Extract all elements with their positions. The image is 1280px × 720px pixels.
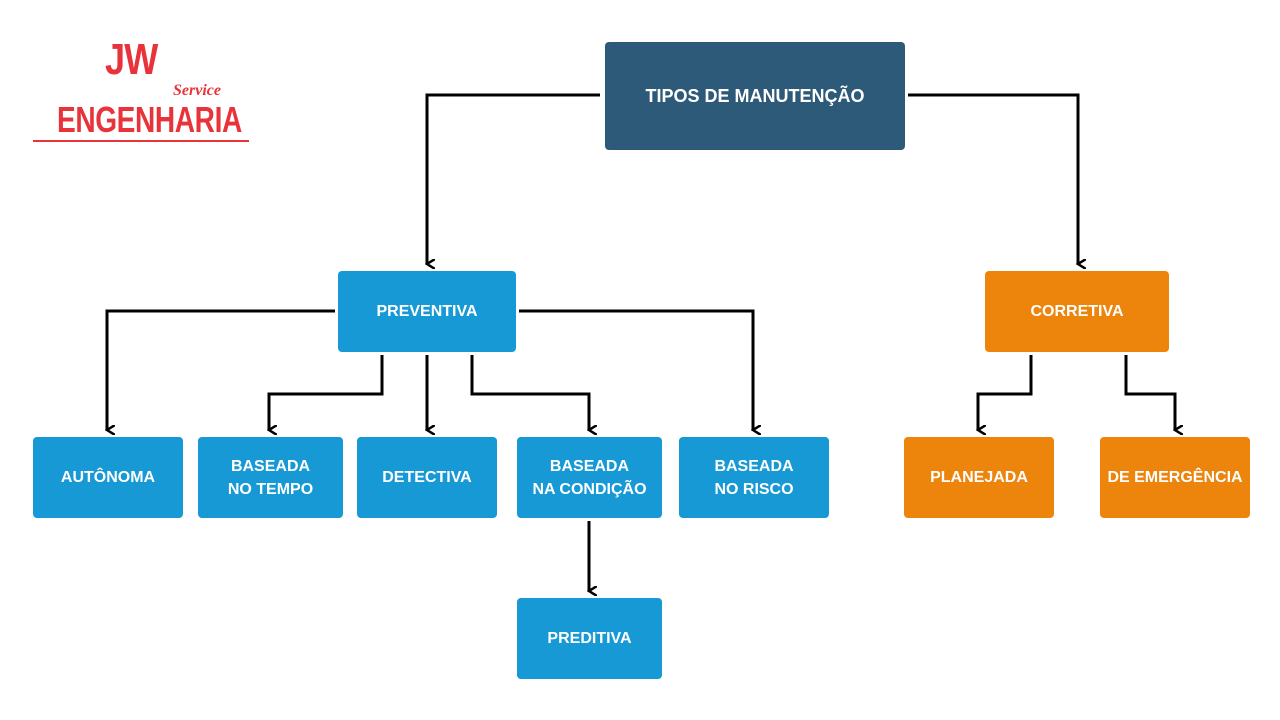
node-autonoma: AUTÔNOMA: [33, 437, 183, 518]
edge-preventiva-risco: [519, 309, 753, 430]
node-label-line2: NA CONDIÇÃO: [532, 480, 647, 498]
edge-preventiva-condicao: [470, 355, 589, 430]
edge-preventiva-tempo: [269, 355, 384, 430]
node-label: TIPOS DE MANUTENÇÃO: [645, 85, 865, 106]
logo-engenharia-text: ENGENHARIA: [57, 99, 242, 140]
node-label-line1: BASEADA: [714, 457, 794, 475]
node-label: PREDITIVA: [547, 630, 632, 647]
node-label-line1: BASEADA: [230, 457, 311, 475]
node-detectiva: DETECTIVA: [357, 437, 497, 518]
edge-preventiva-autonoma: [107, 309, 335, 430]
node-preventiva: PREVENTIVA: [338, 271, 516, 352]
node-label: PLANEJADA: [930, 469, 1028, 486]
logo-jw-text: JW: [105, 35, 158, 84]
node-label: DE EMERGÊNCIA: [1107, 469, 1243, 486]
logo-service-text: Service: [173, 82, 221, 99]
logo-underline: [33, 140, 249, 142]
node-label: PREVENTIVA: [376, 303, 478, 320]
node-tipos-de-manutencao: TIPOS DE MANUTENÇÃO: [605, 42, 905, 150]
node-planejada: PLANEJADA: [904, 437, 1054, 518]
node-label: CORRETIVA: [1030, 303, 1124, 320]
node-baseada-na-condicao: BASEADA NA CONDIÇÃO: [517, 437, 662, 518]
company-logo: JW Service ENGENHARIA: [33, 38, 249, 146]
node-label: DETECTIVA: [382, 469, 472, 486]
node-baseada-no-tempo: BASEADA NO TEMPO: [198, 437, 343, 518]
edge-corretiva-emergencia: [1124, 355, 1175, 430]
node-label-line2: NO RISCO: [714, 480, 794, 498]
edge-corretiva-planejada: [978, 355, 1033, 430]
node-label: AUTÔNOMA: [60, 469, 156, 486]
node-de-emergencia: DE EMERGÊNCIA: [1100, 437, 1250, 518]
edge-root-preventiva: [427, 93, 600, 264]
edge-root-corretiva: [908, 93, 1078, 264]
node-preditiva: PREDITIVA: [517, 598, 662, 679]
node-label-line1: BASEADA: [549, 457, 630, 475]
node-baseada-no-risco: BASEADA NO RISCO: [679, 437, 829, 518]
node-corretiva: CORRETIVA: [985, 271, 1169, 352]
node-label-line2: NO TEMPO: [227, 480, 314, 498]
